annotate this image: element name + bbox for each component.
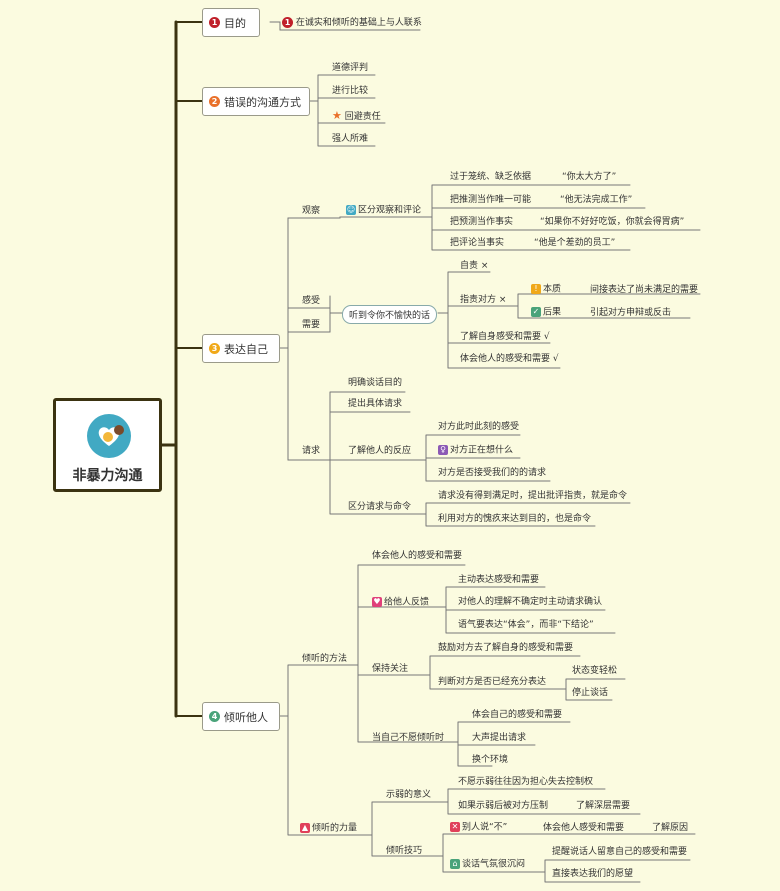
list-item[interactable]: 了解深层需要	[576, 801, 631, 811]
thumbs-up-icon: ▲	[300, 823, 310, 833]
listen-method-label[interactable]: 倾听的方法	[302, 654, 348, 664]
branch-label: 表达自己	[224, 342, 268, 356]
list-item[interactable]: 区分请求与命令	[348, 502, 412, 512]
essence-desc[interactable]: 间接表达了尚未满足的需要	[590, 285, 699, 295]
reaction-item[interactable]: 对方是否接受我们的的请求	[438, 468, 547, 478]
observe-label[interactable]: 观察	[302, 206, 321, 216]
quote[interactable]: “他是个差劲的员工”	[534, 238, 616, 248]
unpleasant-words-node[interactable]: 听到令你不愉快的话	[342, 305, 438, 324]
list-item[interactable]: 不愿示弱往往因为担心失去控制权	[458, 777, 594, 787]
list-item[interactable]: 如果示弱后被对方压制	[458, 801, 549, 811]
list-item[interactable]: 体会自己的感受和需要	[472, 710, 563, 720]
branch-listen-others[interactable]: 4 倾听他人	[202, 702, 280, 731]
command-item[interactable]: 请求没有得到满足时，提出批评指责，就是命令	[438, 491, 628, 501]
list-item[interactable]: 明确谈话目的	[348, 378, 403, 388]
check-icon: ✓	[531, 307, 541, 317]
essence-node[interactable]: !本质	[531, 284, 561, 296]
dull-atmosphere-node[interactable]: ⌂谈话气氛很沉闷	[450, 859, 525, 871]
listen-power-label[interactable]: ▲倾听的力量	[300, 823, 358, 834]
heart-logo-icon	[87, 414, 131, 458]
face-icon: ☺	[346, 205, 356, 215]
number-4-icon: 4	[209, 711, 220, 722]
list-item[interactable]: 大声提出请求	[472, 733, 527, 743]
reaction-item[interactable]: ♀对方正在想什么	[438, 445, 513, 457]
response-item[interactable]: 自责 ×	[460, 261, 489, 271]
observe-node[interactable]: ☺区分观察和评论	[346, 205, 422, 216]
list-item[interactable]: 停止谈话	[572, 688, 609, 698]
reaction-item[interactable]: 对方此时此刻的感受	[438, 422, 520, 432]
quote[interactable]: “如果你不好好吃饭，你就会得胃病”	[540, 217, 685, 227]
list-item[interactable]: 换个环境	[472, 755, 509, 765]
list-item[interactable]: 把预测当作事实	[450, 217, 514, 227]
root-title: 非暴力沟通	[72, 468, 143, 484]
branch-purpose[interactable]: 1 目的	[202, 8, 260, 37]
list-item[interactable]: 语气要表达“体会”，而非“下结论”	[458, 620, 594, 630]
list-item[interactable]: ★ 回避责任	[332, 109, 381, 122]
keep-attention-node[interactable]: 保持关注	[372, 664, 409, 674]
heart-icon: ♥	[372, 597, 382, 607]
list-item[interactable]: 鼓励对方去了解自身的感受和需要	[438, 643, 574, 653]
listening-skills-node[interactable]: 倾听技巧	[386, 846, 423, 856]
list-item[interactable]: 道德评判	[332, 63, 369, 73]
branch-label: 倾听他人	[224, 710, 268, 724]
number-2-icon: 2	[209, 96, 220, 107]
feeling-label[interactable]: 感受	[302, 296, 321, 306]
branch-express-self[interactable]: 3 表达自己	[202, 334, 280, 363]
need-label[interactable]: 需要	[302, 320, 321, 330]
quote[interactable]: “他无法完成工作”	[560, 195, 633, 205]
purpose-item[interactable]: 1 在诚实和倾听的基础上与人联系	[282, 17, 422, 29]
list-item[interactable]: 对他人的理解不确定时主动请求确认	[458, 597, 603, 607]
star-icon: ★	[332, 109, 342, 122]
list-item[interactable]: 进行比较	[332, 86, 369, 96]
list-item[interactable]: 直接表达我们的愿望	[552, 869, 634, 879]
list-item[interactable]: 强人所难	[332, 134, 369, 144]
branch-label: 目的	[224, 16, 246, 30]
number-3-icon: 3	[209, 343, 220, 354]
home-icon: ⌂	[450, 859, 460, 869]
list-item[interactable]: 提醒说话人留意自己的感受和需要	[552, 847, 688, 857]
feedback-node[interactable]: ♥给他人反馈	[372, 597, 430, 608]
list-item[interactable]: 判断对方是否已经充分表达	[438, 677, 547, 687]
list-item[interactable]: 体会他人感受和需要	[543, 823, 625, 833]
number-1-icon: 1	[282, 17, 293, 28]
number-1-icon: 1	[209, 17, 220, 28]
result-node[interactable]: ✓后果	[531, 307, 562, 318]
list-item[interactable]: 把评论当事实	[450, 238, 505, 248]
list-item[interactable]: 把推测当作唯一可能	[450, 195, 532, 205]
x-icon: ✕	[450, 822, 460, 832]
exclamation-icon: !	[531, 284, 541, 294]
branch-wrong-communication[interactable]: 2 错误的沟通方式	[202, 87, 310, 116]
branch-label: 错误的沟通方式	[224, 95, 301, 109]
weakness-node[interactable]: 示弱的意义	[386, 790, 432, 800]
trunk-line	[160, 20, 178, 718]
list-item[interactable]: 提出具体请求	[348, 399, 403, 409]
others-say-no-node[interactable]: ✕别人说“不”	[450, 822, 508, 833]
response-item[interactable]: 体会他人的感受和需要 √	[460, 354, 559, 364]
list-item[interactable]: 体会他人的感受和需要	[372, 551, 463, 561]
result-desc[interactable]: 引起对方申辩或反击	[590, 308, 672, 318]
lightbulb-icon: ♀	[438, 445, 448, 455]
response-item[interactable]: 指责对方 ×	[460, 295, 507, 305]
list-item[interactable]: 了解原因	[652, 823, 689, 833]
command-item[interactable]: 利用对方的愧疚来达到目的，也是命令	[438, 514, 592, 524]
response-item[interactable]: 了解自身感受和需要 √	[460, 332, 550, 342]
list-item[interactable]: 状态变轻松	[572, 666, 618, 676]
list-item[interactable]: 过于笼统、缺乏依据	[450, 172, 532, 182]
root-node[interactable]: 非暴力沟通	[53, 398, 162, 492]
list-item[interactable]: 主动表达感受和需要	[458, 575, 540, 585]
request-label[interactable]: 请求	[302, 446, 321, 456]
unwilling-listen-node[interactable]: 当自己不愿倾听时	[372, 733, 445, 743]
list-item[interactable]: 了解他人的反应	[348, 446, 412, 456]
quote[interactable]: “你太大方了”	[562, 172, 617, 182]
